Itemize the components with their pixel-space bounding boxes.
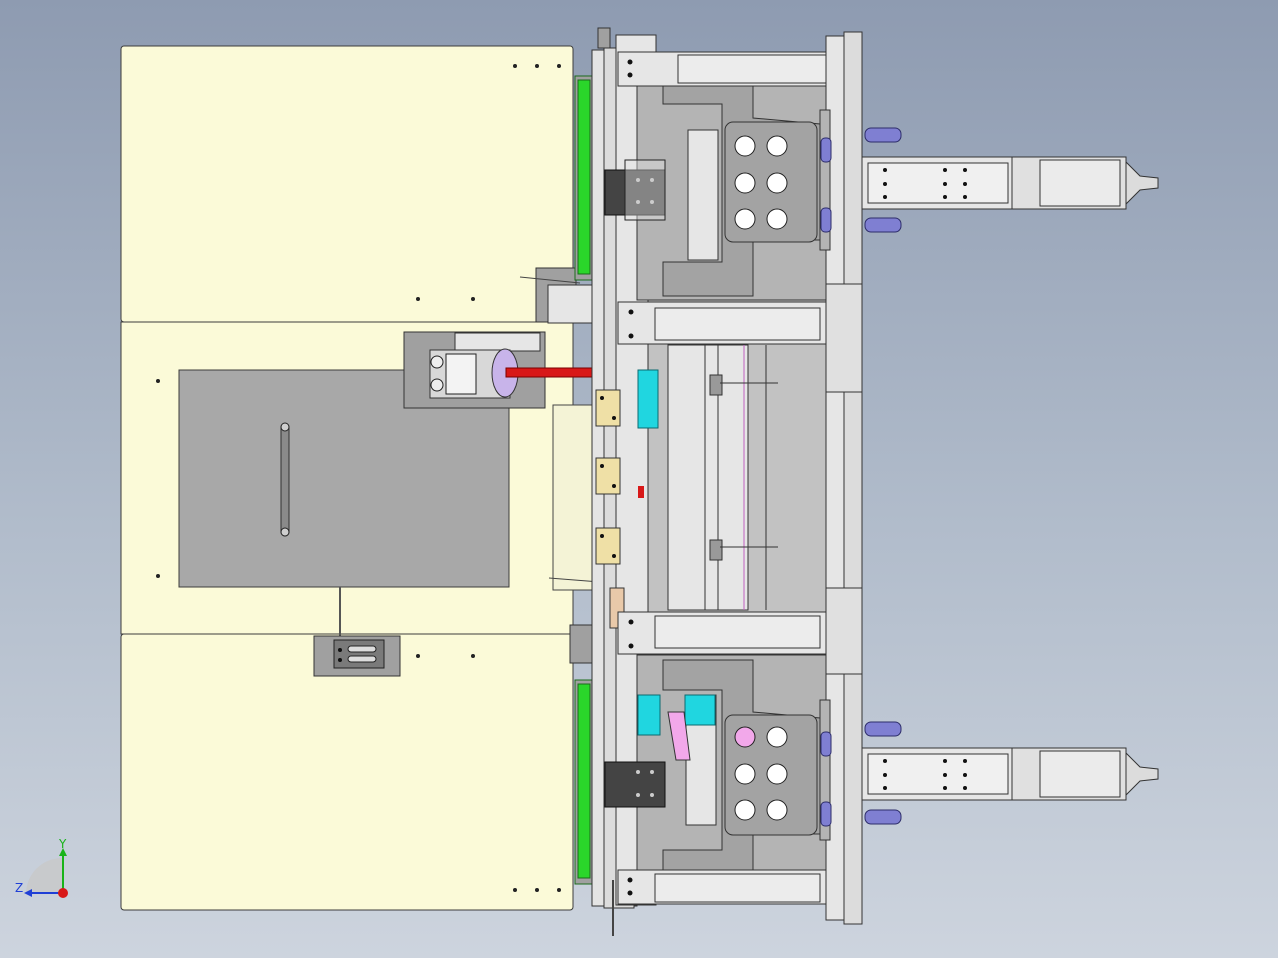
x-axis-dot: [58, 888, 68, 898]
top-cover-panel: [120, 45, 574, 323]
red-marker: [638, 486, 644, 498]
top-pin: [519, 276, 581, 284]
connector-assembly: [403, 331, 595, 409]
cyan-parts: [637, 369, 716, 736]
side-bracket: [552, 404, 593, 591]
coordinate-triad: Y Z: [15, 837, 68, 898]
hole-plate-top: [724, 121, 818, 243]
y-axis-label: Y: [58, 837, 67, 851]
cylinder-ends: [820, 127, 902, 827]
red-rod: [505, 367, 595, 378]
bottom-latch: [313, 635, 401, 677]
z-axis-label: Z: [15, 881, 23, 895]
pink-cam: [667, 711, 691, 761]
guide-bars: [617, 51, 844, 905]
hole-plate-bottom: [724, 714, 818, 836]
panel-screws: [156, 64, 561, 892]
black-blocks: [604, 159, 666, 808]
actuator-top: [861, 156, 1159, 210]
end-flange: [819, 31, 863, 925]
handle: [280, 422, 290, 537]
bottom-cover-panel: [120, 633, 574, 911]
slide-rails: [667, 129, 778, 826]
actuator-holes: [883, 168, 967, 790]
actuator-bottom: [861, 747, 1159, 801]
